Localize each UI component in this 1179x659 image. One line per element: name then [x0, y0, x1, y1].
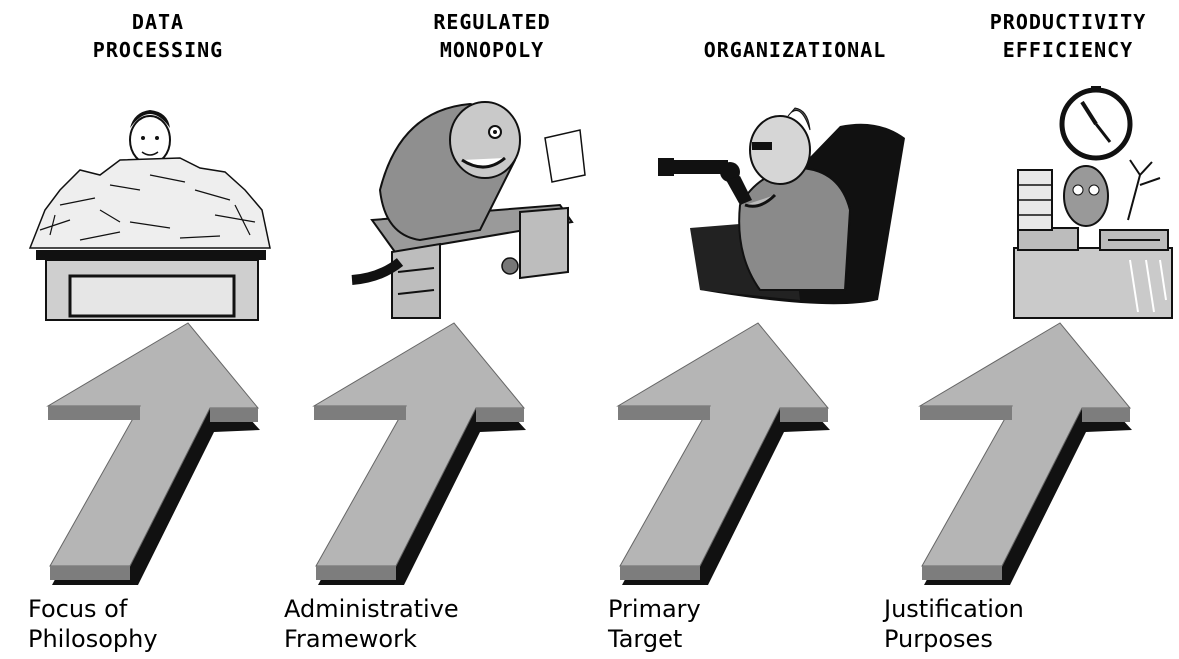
stage-4-heading: PRODUCTIVITY EFFICIENCY [989, 10, 1147, 62]
stage-1-caption: Focus of Philosophy [28, 595, 158, 653]
angry-man-at-desk-icon [351, 101, 586, 319]
man-with-gun-in-armchair-icon [658, 107, 905, 305]
arrow-1 [46, 322, 260, 585]
stage-2-heading: REGULATED MONOPOLY [433, 10, 551, 62]
stage-2-caption: Administrative Framework [284, 595, 459, 653]
stage-3-caption: Primary Target [608, 595, 701, 653]
clock-over-cluttered-desk-icon [1013, 86, 1173, 319]
arrow-4 [918, 322, 1132, 585]
arrow-3 [616, 322, 830, 585]
stage-3-heading: ORGANIZATIONAL [703, 38, 887, 62]
arrow-2 [312, 322, 526, 585]
stage-4-caption: Justification Purposes [884, 595, 1024, 653]
person-buried-in-paper-icon [28, 110, 271, 321]
stage-1-heading: DATA PROCESSING [92, 10, 224, 62]
